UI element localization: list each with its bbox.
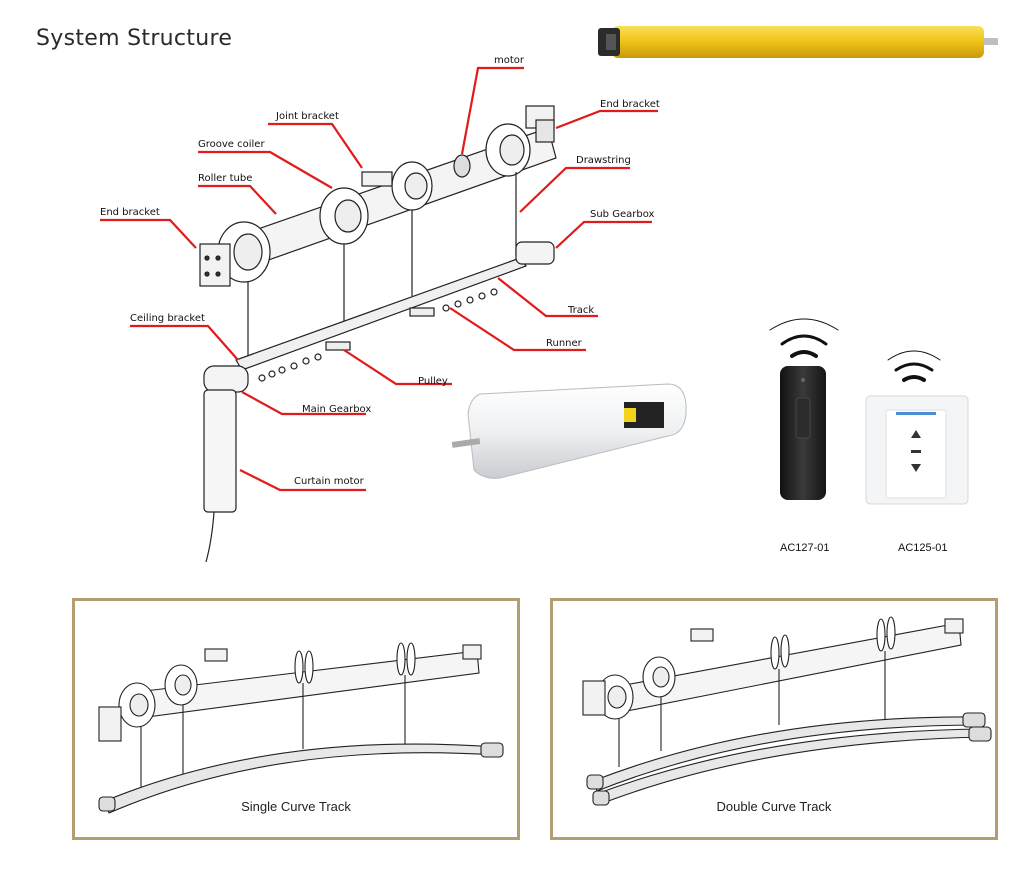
label-curtain-motor: Curtain motor <box>294 476 364 487</box>
label-groove-coiler: Groove coiler <box>198 139 265 150</box>
label-end-bracket-left: End bracket <box>100 207 160 218</box>
label-sub-gearbox: Sub Gearbox <box>590 209 655 220</box>
label-pulley: Pulley <box>418 376 448 387</box>
label-joint-bracket: Joint bracket <box>276 111 339 122</box>
handheld-remote-model: AC127-01 <box>780 542 830 554</box>
wall-switch-model: AC125-01 <box>898 542 948 554</box>
label-ceiling-bracket: Ceiling bracket <box>130 313 205 324</box>
double-curve-caption: Double Curve Track <box>716 799 832 814</box>
single-curve-drawing <box>98 642 504 814</box>
label-drawstring: Drawstring <box>576 155 631 166</box>
double-curve-panel: Double Curve Track <box>550 598 998 840</box>
label-runner: Runner <box>546 338 582 349</box>
label-track: Track <box>568 305 595 316</box>
label-main-gearbox: Main Gearbox <box>302 404 372 415</box>
double-curve-drawing <box>582 616 992 806</box>
single-curve-caption: Single Curve Track <box>241 799 351 814</box>
label-end-bracket-right: End bracket <box>600 99 660 110</box>
single-curve-panel: Single Curve Track <box>72 598 520 840</box>
label-roller-tube: Roller tube <box>198 173 253 184</box>
page-title: System Structure <box>36 26 233 51</box>
label-motor: motor <box>494 55 525 66</box>
